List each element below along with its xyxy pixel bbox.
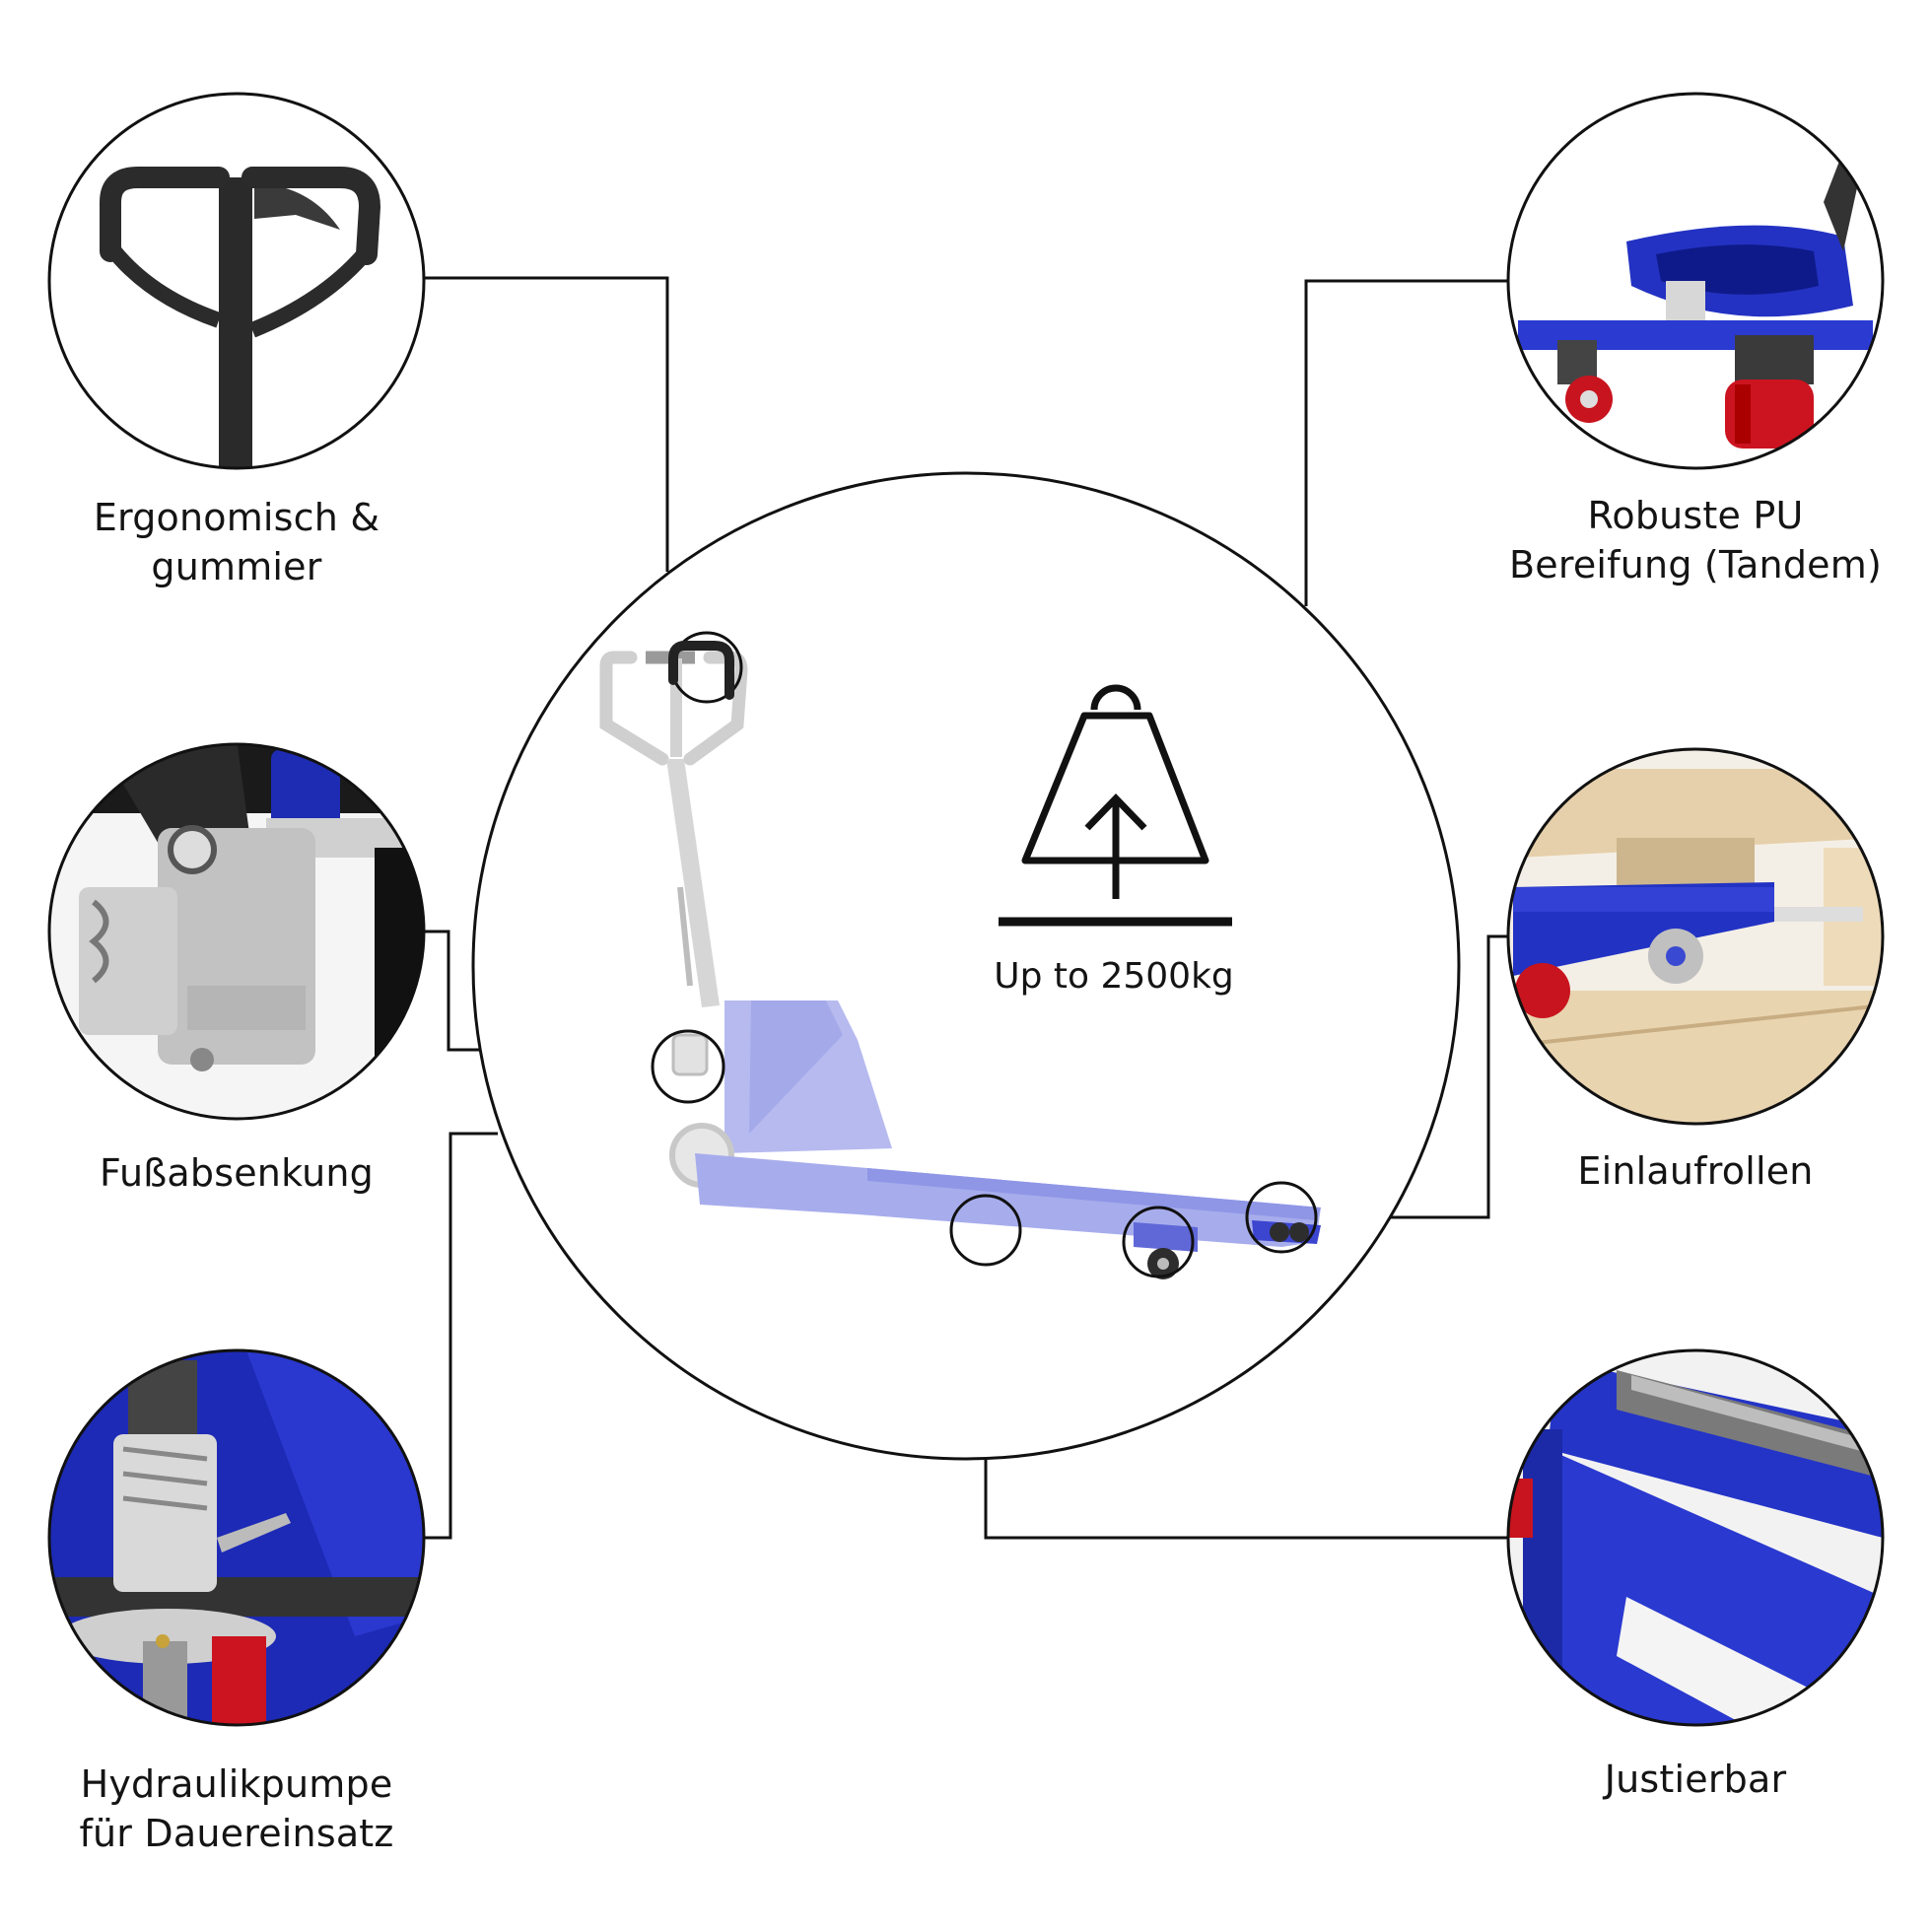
label-pump-line-1: Hydraulikpumpe: [80, 1762, 393, 1806]
hydraulic-pump-closeup-icon: [47, 1348, 426, 1727]
adjustable-fork-closeup-icon: [1506, 1348, 1885, 1727]
label-handle-line-1: Ergonomisch &: [93, 496, 380, 539]
label-handle: Ergonomisch & gummier: [39, 493, 434, 591]
label-entry-rollers: Einlaufrollen: [1498, 1146, 1893, 1196]
tandem-wheels-closeup-icon: [1506, 92, 1885, 470]
label-wheels-line-1: Robuste PU: [1587, 494, 1804, 537]
label-pump: Hydraulikpumpe für Dauereinsatz: [30, 1760, 444, 1858]
handle-closeup-icon: [47, 92, 426, 470]
label-adjustable: Justierbar: [1498, 1755, 1893, 1804]
label-handle-line-2: gummier: [151, 545, 322, 588]
entry-rollers-closeup-icon: [1506, 747, 1885, 1126]
foot-release-closeup-icon: [47, 742, 426, 1121]
label-wheels: Robuste PU Bereifung (Tandem): [1479, 491, 1912, 589]
label-wheels-line-2: Bereifung (Tandem): [1509, 543, 1882, 586]
label-foot-release-line-1: Fußabsenkung: [100, 1151, 374, 1195]
handle-grip: [668, 641, 734, 700]
label-entry-rollers-line-1: Einlaufrollen: [1577, 1149, 1814, 1193]
label-foot-release: Fußabsenkung: [39, 1148, 434, 1198]
label-adjustable-line-1: Justierbar: [1604, 1758, 1787, 1801]
weight-lift-icon: [999, 684, 1232, 927]
capacity-label: Up to 2500kg: [994, 956, 1234, 997]
label-pump-line-2: für Dauereinsatz: [79, 1812, 394, 1855]
connector-lines: [424, 276, 1510, 1540]
truck-callout-circles: [651, 631, 1318, 1278]
